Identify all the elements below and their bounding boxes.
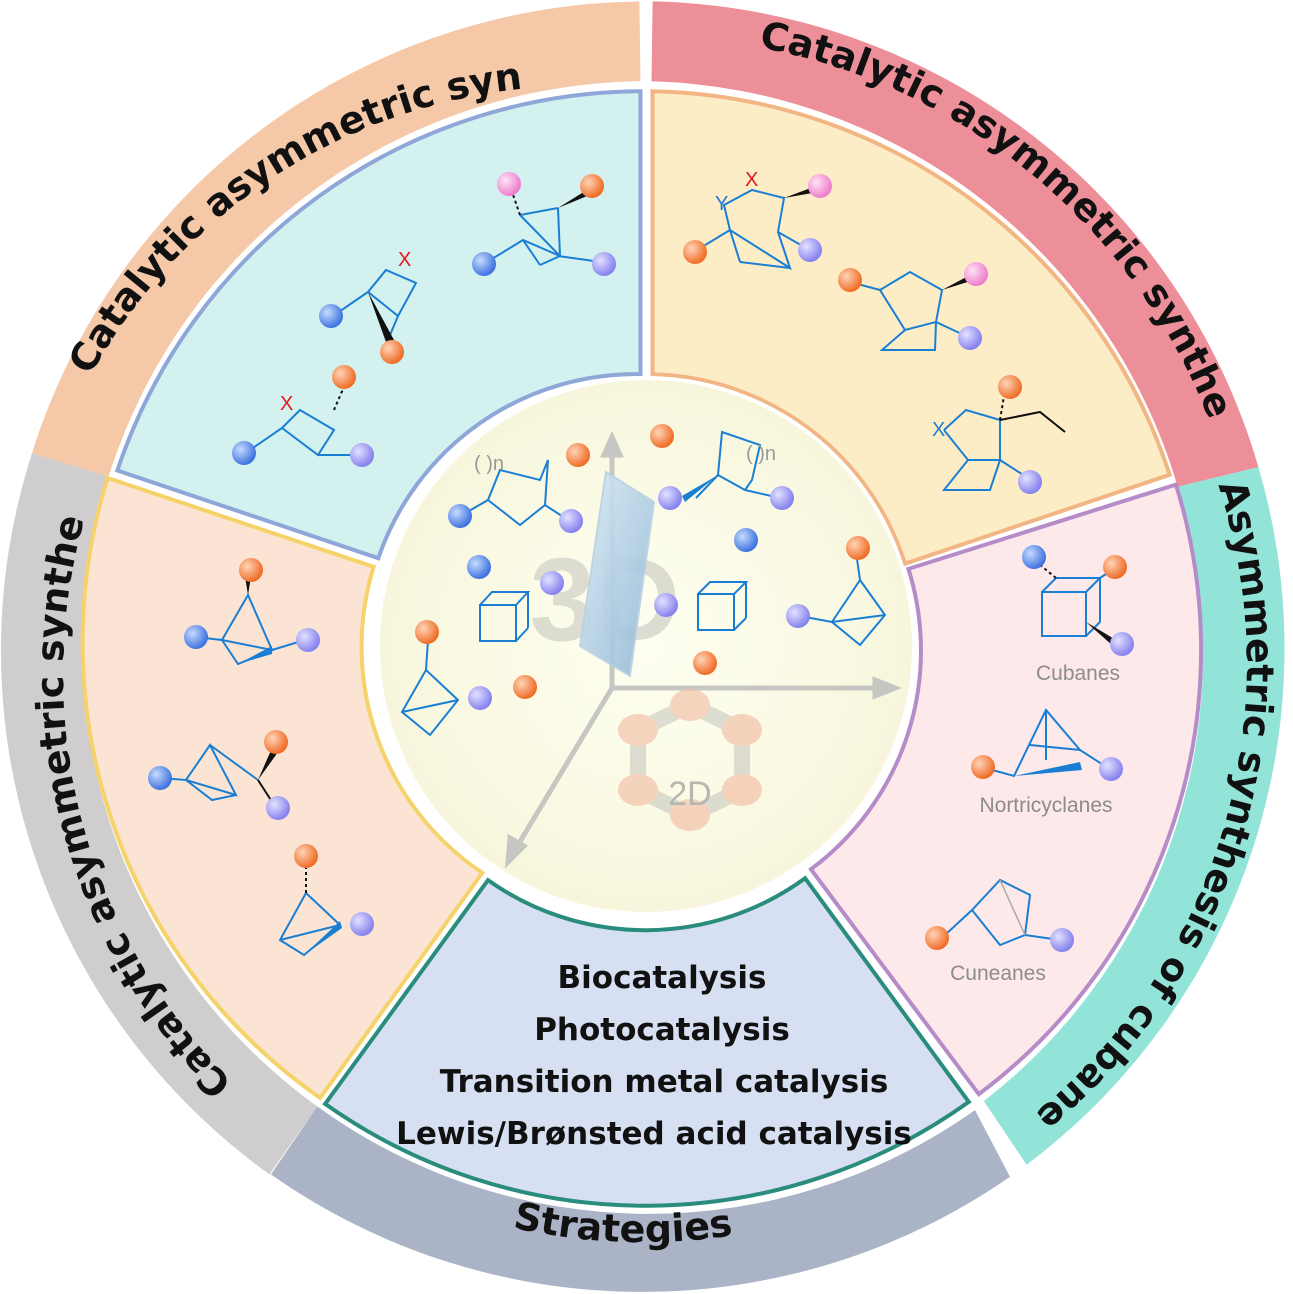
bchep-x-atom-2: X (932, 419, 945, 441)
ball-orange (380, 340, 404, 364)
ball-purple (350, 912, 374, 936)
band-bcp (0, 453, 318, 1175)
ball-purple (798, 238, 822, 262)
strategy-item-3: Transition metal catalysis (440, 1064, 889, 1100)
mirror-plane (578, 470, 656, 678)
strategy-item-1: Biocatalysis (558, 960, 767, 996)
ball-pink (808, 174, 832, 198)
cuneanes-label: Cuneanes (950, 962, 1046, 985)
ball-blue (148, 766, 172, 790)
strategy-item-2: Photocatalysis (534, 1012, 790, 1048)
ball-blue (734, 528, 758, 552)
center-n-label-1: ( )n (474, 453, 504, 475)
ball-purple (559, 509, 583, 533)
ball-purple (266, 796, 290, 820)
benzene-2d (618, 689, 762, 831)
ball-purple (1099, 757, 1123, 781)
ball-blue (448, 504, 472, 528)
ball-blue (232, 441, 256, 465)
ball-purple (770, 486, 794, 510)
ball-orange (580, 174, 604, 198)
ball-orange (239, 558, 263, 582)
ball-orange (925, 926, 949, 950)
ball-purple (296, 628, 320, 652)
ball-orange (1103, 555, 1127, 579)
ball-purple (468, 686, 492, 710)
ball-orange (846, 536, 870, 560)
panel-bch (114, 89, 643, 561)
center-n-label-2: ( )n (746, 443, 776, 465)
ball-orange (998, 375, 1022, 399)
band-bch (32, 1, 641, 477)
center-circle (376, 376, 916, 916)
ball-orange (971, 755, 995, 779)
ball-orange (566, 443, 590, 467)
ball-purple (1018, 470, 1042, 494)
ball-purple (958, 326, 982, 350)
ball-orange (415, 620, 439, 644)
bchep-y-atom: Y (715, 193, 728, 215)
ball-purple (540, 571, 564, 595)
bchep-x-atom-1: X (745, 169, 758, 191)
center-molecules (400, 430, 887, 737)
ball-purple (654, 593, 678, 617)
panel-strategies (322, 875, 972, 1208)
ball-purple (350, 443, 374, 467)
center-2d-label: 2D (668, 775, 711, 813)
ball-purple (592, 252, 616, 276)
strategies-list: Biocatalysis Photocatalysis Transition m… (396, 960, 912, 1152)
ball-orange (294, 844, 318, 868)
bch-molecules (246, 185, 602, 457)
band-bchep (651, 1, 1259, 487)
ball-orange (650, 424, 674, 448)
bch-x-atom-2: X (280, 393, 293, 415)
strategy-item-4: Lewis/Brønsted acid catalysis (396, 1116, 912, 1152)
ball-orange (683, 240, 707, 264)
ball-pink (964, 262, 988, 286)
ball-orange (264, 730, 288, 754)
ball-blue (1022, 545, 1046, 569)
ball-orange (332, 365, 356, 389)
ball-blue (472, 252, 496, 276)
bch-x-atom-1: X (398, 249, 411, 271)
ball-purple (1110, 632, 1134, 656)
ball-orange (513, 675, 537, 699)
ball-purple (658, 486, 682, 510)
panel-bcp (80, 475, 486, 1101)
cubane-molecules (944, 559, 1116, 947)
ball-orange (693, 651, 717, 675)
bcp-molecules (159, 570, 342, 957)
ball-blue (184, 625, 208, 649)
cubanes-label: Cubanes (1036, 662, 1120, 685)
ball-pink (497, 172, 521, 196)
ball-purple (1050, 928, 1074, 952)
nortricyclanes-label: Nortricyclanes (979, 794, 1112, 817)
ball-purple (786, 604, 810, 628)
ball-blue (467, 555, 491, 579)
ball-orange (838, 268, 862, 292)
band-strategies (270, 1106, 1010, 1292)
band-cubane (983, 467, 1285, 1165)
ball-blue (319, 304, 343, 328)
